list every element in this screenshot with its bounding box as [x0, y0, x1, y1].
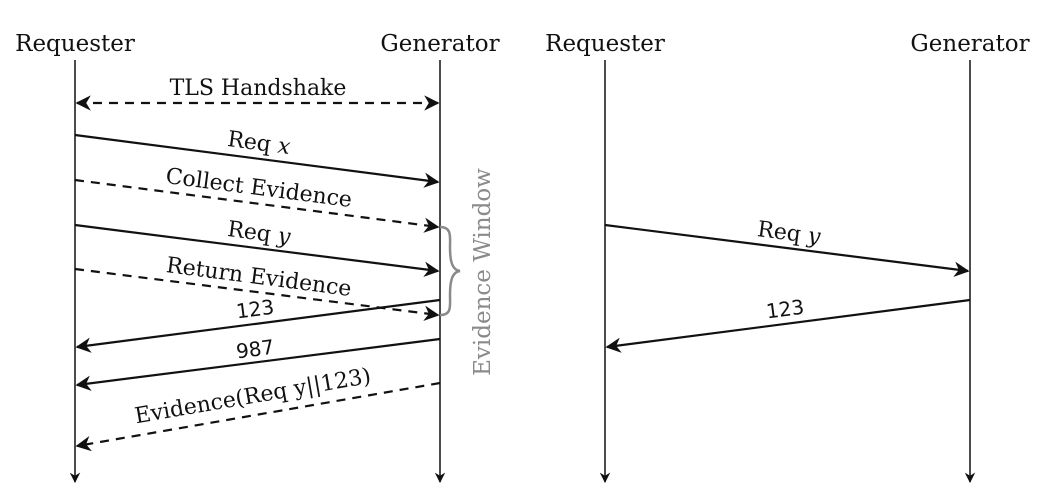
req-x-arrow — [74, 133, 440, 188]
resp-123-arrow — [75, 298, 441, 353]
evidence-window-label: Evidence Window — [470, 168, 496, 376]
right-diagram: Requester Generator Req y 123 — [545, 31, 1030, 484]
req-y-label: Req y — [226, 217, 292, 250]
collect-evidence-arrow — [74, 178, 440, 233]
right-requester-label: Requester — [545, 31, 665, 57]
right-resp-123-label: 123 — [765, 295, 806, 324]
resp-987-label: 987 — [235, 335, 276, 364]
right-generator-label: Generator — [910, 31, 1029, 57]
evidence-window-brace — [439, 225, 461, 317]
evidence-arrow — [75, 381, 441, 452]
right-req-y-arrow — [604, 223, 970, 277]
right-resp-123-arrow — [605, 298, 971, 353]
req-x-label: Req x — [226, 127, 292, 160]
resp-123-label: 123 — [235, 295, 276, 324]
left-requester-label: Requester — [15, 31, 135, 57]
return-evidence-label: Return Evidence — [165, 253, 353, 302]
left-diagram: Requester Generator TLS Handshake Req x … — [15, 31, 500, 484]
req-y-arrow — [74, 223, 440, 277]
right-req-y-label: Req y — [756, 217, 822, 250]
left-generator-label: Generator — [380, 31, 499, 57]
collect-evidence-label: Collect Evidence — [164, 164, 353, 213]
resp-987-arrow — [75, 337, 441, 391]
tls-handshake-label: TLS Handshake — [170, 76, 347, 101]
